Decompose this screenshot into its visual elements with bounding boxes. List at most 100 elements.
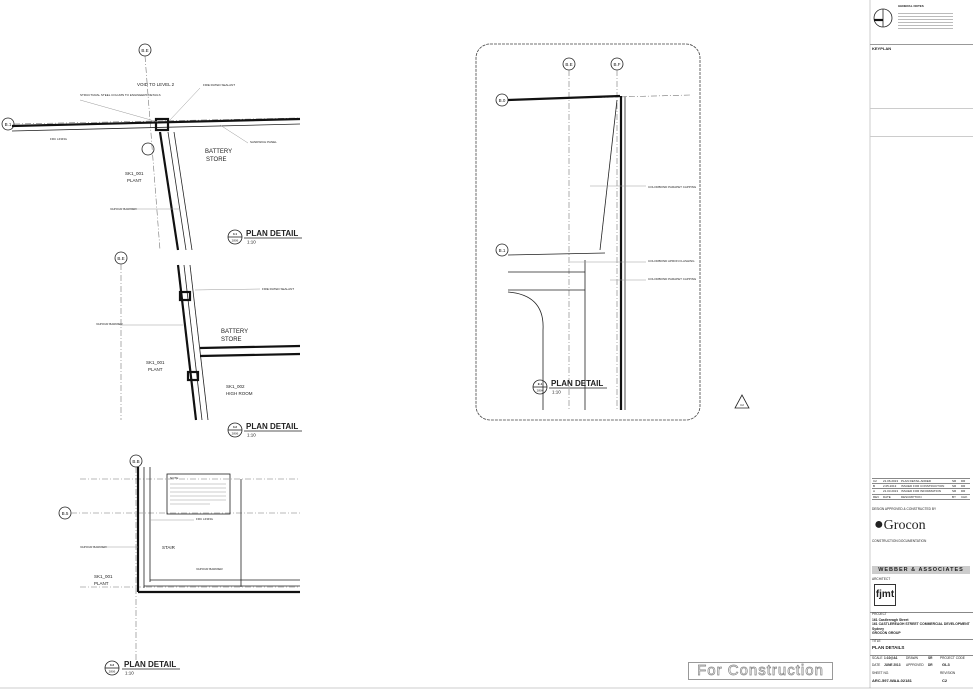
detail-sheet: 2804 xyxy=(537,389,544,393)
grid-label: B.1 xyxy=(5,122,12,127)
builder-label: DESIGN APPROVED & CONSTRUCTED BY xyxy=(872,507,937,511)
room-label: STAIR xyxy=(162,545,176,550)
room-label: PLANT xyxy=(94,581,109,586)
detail-3-3: B.B B.5 NOTE STAIR SK1_001 PLANT VAPOUR … xyxy=(58,454,300,660)
annotation: FIRE RATED SEALANT xyxy=(203,83,235,87)
revision-value: C2 xyxy=(942,678,948,683)
architect-label: ARCHITECT xyxy=(872,577,891,581)
north-arrow-icon xyxy=(873,8,893,28)
annotation: VAPOUR BARRIER xyxy=(196,567,223,571)
detail-scale: 1:10 xyxy=(247,433,256,438)
detail-sheet: 2806 xyxy=(232,432,239,436)
annotation: STRUCTURAL STEEL COLUMN TO ENGINEERS DET… xyxy=(80,93,161,97)
annotation: VAPOUR BARRIER xyxy=(80,545,107,549)
room-label: HIGH ROOM xyxy=(226,391,253,396)
grid-label: B.F xyxy=(613,62,620,67)
annotation: FRC LINING xyxy=(50,137,68,141)
detail-title: PLAN DETAIL xyxy=(246,229,298,238)
scale-value: 1:10@A1 xyxy=(884,656,898,660)
detail-tag-3-2: 3.2 2806 PLAN DETAIL 1:10 xyxy=(227,422,302,438)
drawn-label: DRAWN xyxy=(906,656,918,660)
sheet-label: SHEET NO. xyxy=(872,671,890,675)
revision-triangle-tag: C2 xyxy=(734,394,750,409)
detail-title: PLAN DETAIL xyxy=(246,422,298,431)
annotation: SANDWICH PANEL xyxy=(250,140,277,144)
annotation: COLORBOND PARAPET CAPPING xyxy=(648,277,697,281)
grid-label: B.B xyxy=(132,459,139,464)
approved-value: DR xyxy=(928,663,933,667)
detail-sheet: 2806 xyxy=(109,670,116,674)
annotation: FIRE RATED SEALANT xyxy=(262,287,294,291)
detail-e-1: B.E B.F B.0 B.1 COLORBOND PARAPET CAPPIN… xyxy=(475,43,701,421)
grid-label: B.1 xyxy=(499,248,506,253)
room-label: STORE xyxy=(206,157,227,163)
detail-tag-3-3: 3.3 2806 PLAN DETAIL 1:10 xyxy=(104,660,180,676)
room-label: BATTERY xyxy=(205,149,232,155)
room-label: PLANT xyxy=(148,367,163,372)
grid-label: B.E xyxy=(117,256,124,261)
drawing-title: PLAN DETAILS xyxy=(872,645,905,650)
date-label: DATE xyxy=(872,663,881,667)
note-title: NOTE xyxy=(170,476,178,480)
grid-label: B.0 xyxy=(499,98,506,103)
drawn-value: SR xyxy=(928,656,933,660)
revision-tag-label: C2 xyxy=(740,403,744,407)
detail-scale: 1:10 xyxy=(552,390,561,395)
project-label: PROJECT xyxy=(872,612,887,616)
revision-label: REVISION xyxy=(940,671,956,675)
annotation: COLORBOND PARAPET CAPPING xyxy=(648,185,697,189)
detail-tag-e-1: E.1 2804 PLAN DETAIL 1:10 xyxy=(532,379,607,395)
room-label: BATTERY xyxy=(221,329,248,335)
detail-sheet: 2806 xyxy=(232,239,239,243)
fjmt-logo: fjmt xyxy=(874,584,896,606)
detail-scale: 1:10 xyxy=(247,240,256,245)
detail-title: PLAN DETAIL xyxy=(124,660,176,669)
detail-number: 3.3 xyxy=(110,663,115,667)
sheet-number: ARC-597-WAA-02181 xyxy=(872,678,912,683)
keyplan-label: KEYPLAN xyxy=(872,46,892,51)
detail-scale: 1:10 xyxy=(125,671,134,676)
general-notes-title: GENERAL NOTES xyxy=(898,4,924,8)
note-box xyxy=(166,473,231,515)
annotation: COLORBOND APRON FLASHING xyxy=(648,259,695,263)
webber-associates-logo: WEBBER & ASSOCIATES xyxy=(872,566,970,574)
annotation: VAPOUR BARRIER xyxy=(110,207,137,211)
project-code-label: PROJECT CODE xyxy=(940,656,965,660)
documentation-label: CONSTRUCTION DOCUMENTATION xyxy=(872,539,927,543)
room-label: SK1_001 xyxy=(146,360,165,365)
project-code: GL3 xyxy=(942,662,950,667)
date-value: JUNE 2013 xyxy=(884,663,901,667)
for-construction-stamp: For Construction xyxy=(688,662,833,680)
grid-label: B.E xyxy=(565,62,572,67)
detail-number: 3.1 xyxy=(233,232,238,236)
grid-bubble xyxy=(138,43,152,57)
grocon-logo: ●Grocon xyxy=(874,516,926,533)
room-label: STORE xyxy=(221,337,242,343)
detail-3-2: B.E BATTERY STORE SK1_001 PLANT SK1_002 … xyxy=(96,251,301,421)
grid-label: B.E xyxy=(141,48,148,53)
room-label: VOID TO LEVEL 2 xyxy=(137,82,175,87)
detail-number: 3.2 xyxy=(233,425,238,429)
general-notes-text xyxy=(898,11,953,31)
scale-label: SCALE xyxy=(872,656,883,660)
grid-bubble xyxy=(1,117,15,131)
detail-3-1: B.E B.1 VOID TO LEVEL 2 STRUCTURAL STEEL… xyxy=(1,43,301,251)
room-label: SK1_002 xyxy=(226,384,245,389)
detail-tag-3-1: 3.1 2806 PLAN DETAIL 1:10 xyxy=(227,229,302,245)
title-label: TITLE xyxy=(872,639,881,643)
detail-number: E.1 xyxy=(538,382,543,386)
room-label: PLANT xyxy=(127,178,142,183)
room-label: SK1_001 xyxy=(125,171,144,176)
revision-cloud xyxy=(475,43,701,421)
grid-label: B.5 xyxy=(62,511,69,516)
approved-label: APPROVED xyxy=(906,663,924,667)
detail-title: PLAN DETAIL xyxy=(551,379,603,388)
